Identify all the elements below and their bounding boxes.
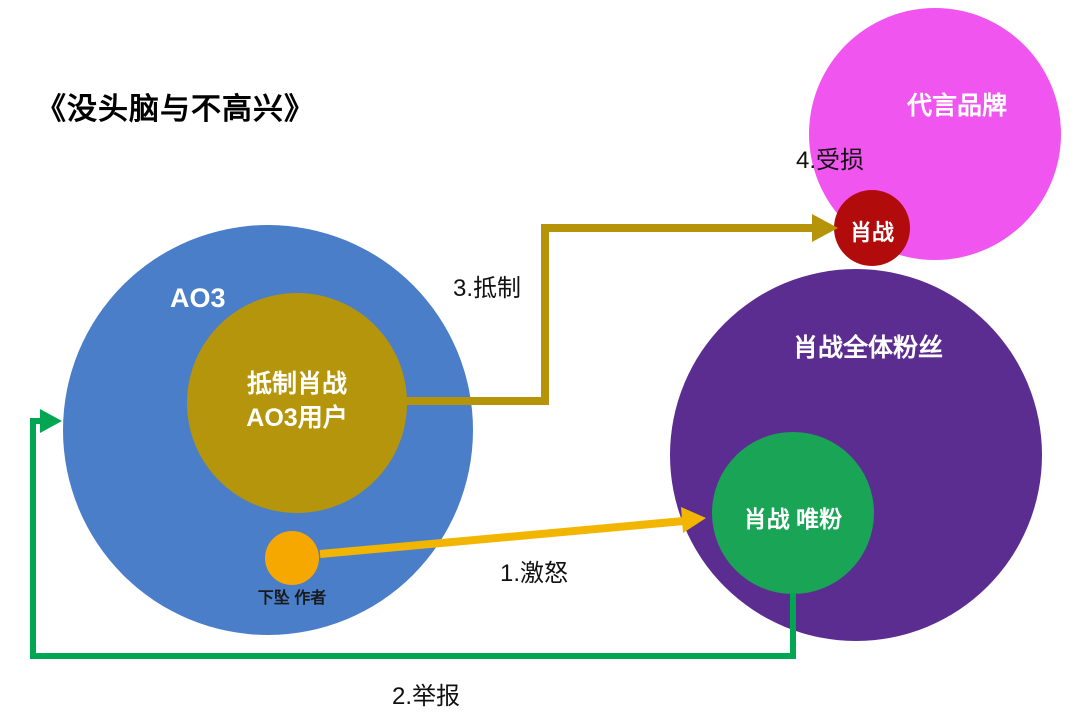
report-arrowhead-icon xyxy=(40,409,62,433)
author-circle xyxy=(265,531,319,585)
boycott-arrow-label: 3.抵制 xyxy=(453,275,522,302)
brand-label: 代言品牌 xyxy=(906,92,1007,120)
anger-arrow-label: 1.激怒 xyxy=(500,560,569,587)
allfans-circle xyxy=(670,269,1042,641)
boycott-users-label-line2: AO3用户 xyxy=(246,403,348,432)
solofans-label: 肖战 唯粉 xyxy=(743,506,843,532)
author-label: 下坠 作者 xyxy=(257,590,327,607)
ao3-label: AO3 xyxy=(170,283,226,313)
boycott-users-label-line1: 抵制肖战 xyxy=(246,370,347,398)
page-title: 《没头脑与不高兴》 xyxy=(36,93,315,126)
allfans-label: 肖战全体粉丝 xyxy=(792,334,943,362)
boycott-users-label: 抵制肖战 AO3用户 xyxy=(187,368,407,436)
xiaozhan-circle xyxy=(834,190,910,266)
report-arrow-label: 2.举报 xyxy=(392,683,461,710)
xiaozhan-label: 肖战 xyxy=(849,220,894,245)
damage-label: 4.受损 xyxy=(796,147,865,174)
